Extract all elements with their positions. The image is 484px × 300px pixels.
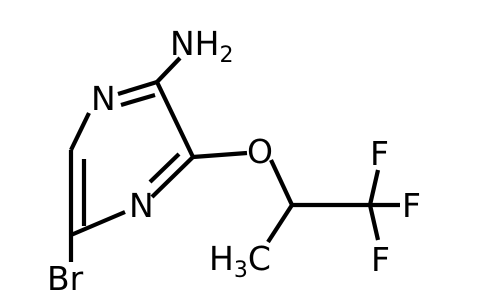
bond-c2-n1-double	[120, 92, 156, 108]
fluorine-bottom-label: F	[371, 240, 390, 279]
ring-nitrogen-bottom-label: N	[129, 186, 154, 225]
ether-oxygen-label: O	[247, 132, 273, 171]
fluorine-top-label: F	[370, 134, 389, 173]
bond-n4-c3	[150, 155, 195, 199]
ring-nitrogen-top-label: N	[91, 79, 116, 118]
bond-o-ch	[269, 159, 294, 206]
methyl-label: H3C	[209, 239, 271, 283]
bond-n4-c3-double	[148, 152, 181, 184]
fluorine-right-label: F	[402, 186, 421, 225]
bond-c3-c2	[155, 81, 195, 158]
bond-c-f-bottom	[367, 204, 381, 241]
bond-c3-o	[192, 150, 248, 160]
bond-c2-nh2	[155, 56, 182, 84]
bond-c2-n1	[117, 79, 158, 97]
bond-c5-n4	[70, 210, 126, 237]
amine-label: NH2	[170, 24, 234, 68]
bromine-label: Br	[47, 259, 84, 298]
bond-c-f-top	[367, 169, 381, 206]
bond-ch-ch3	[266, 203, 294, 244]
bond-n1-c6	[69, 112, 91, 151]
